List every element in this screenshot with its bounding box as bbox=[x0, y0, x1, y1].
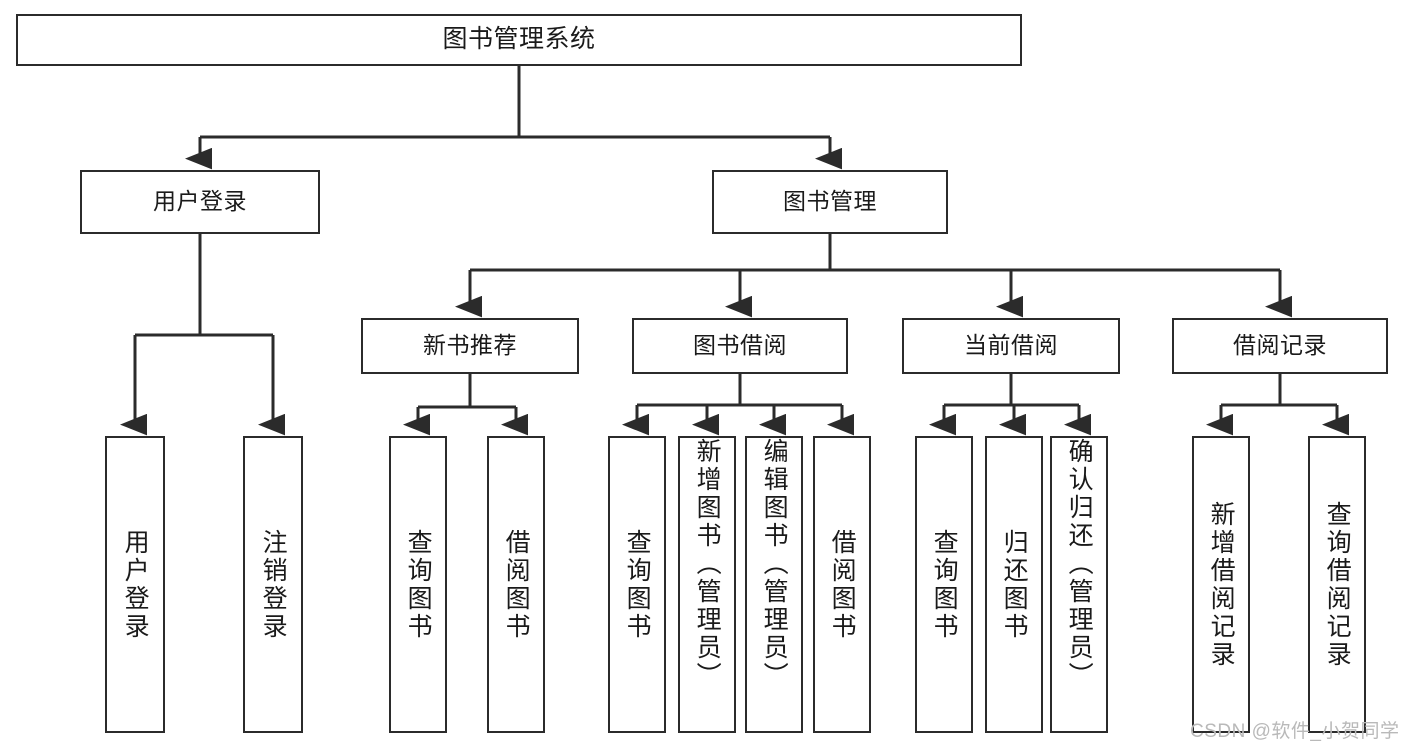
node-label: 新增图书（管理员） bbox=[693, 438, 722, 690]
node-label: 图书借阅 bbox=[693, 332, 787, 359]
node-label: 新增借阅记录 bbox=[1207, 500, 1236, 669]
node-new-book-recommend[interactable]: 新书推荐 bbox=[361, 318, 579, 374]
node-leaf-return-book[interactable]: 归还图书 bbox=[985, 436, 1043, 733]
node-label: 用户登录 bbox=[121, 528, 150, 641]
node-label: 注销登录 bbox=[259, 528, 288, 641]
node-label: 编辑图书（管理员） bbox=[760, 438, 789, 690]
node-leaf-query-book-current[interactable]: 查询图书 bbox=[915, 436, 973, 733]
node-label: 确认归还（管理员） bbox=[1065, 438, 1094, 690]
node-leaf-borrow-book-recommend[interactable]: 借阅图书 bbox=[487, 436, 545, 733]
csdn-watermark: CSDN @软件_小贺同学 bbox=[1190, 721, 1400, 742]
node-leaf-edit-book-admin[interactable]: 编辑图书（管理员） bbox=[745, 436, 803, 733]
node-label: 当前借阅 bbox=[964, 332, 1058, 359]
node-book-management-system[interactable]: 图书管理系统 bbox=[16, 14, 1022, 66]
node-leaf-add-book-admin[interactable]: 新增图书（管理员） bbox=[678, 436, 736, 733]
node-label: 借阅记录 bbox=[1233, 332, 1327, 359]
node-label: 归还图书 bbox=[1000, 528, 1029, 641]
node-book-borrow[interactable]: 图书借阅 bbox=[632, 318, 848, 374]
node-label: 图书管理 bbox=[783, 188, 877, 215]
node-leaf-logout[interactable]: 注销登录 bbox=[243, 436, 303, 733]
node-label: 借阅图书 bbox=[502, 528, 531, 641]
node-book-manage[interactable]: 图书管理 bbox=[712, 170, 948, 234]
node-label: 查询图书 bbox=[930, 528, 959, 641]
node-label: 查询借阅记录 bbox=[1323, 500, 1352, 669]
node-label: 查询图书 bbox=[404, 528, 433, 641]
node-label: 借阅图书 bbox=[828, 528, 857, 641]
node-label: 新书推荐 bbox=[423, 332, 517, 359]
node-label: 图书管理系统 bbox=[442, 25, 596, 54]
node-leaf-query-borrow-record[interactable]: 查询借阅记录 bbox=[1308, 436, 1366, 733]
node-leaf-add-borrow-record[interactable]: 新增借阅记录 bbox=[1192, 436, 1250, 733]
node-leaf-query-book-recommend[interactable]: 查询图书 bbox=[389, 436, 447, 733]
node-borrow-record[interactable]: 借阅记录 bbox=[1172, 318, 1388, 374]
node-label: 用户登录 bbox=[153, 188, 247, 215]
node-leaf-borrow-book[interactable]: 借阅图书 bbox=[813, 436, 871, 733]
node-label: 查询图书 bbox=[623, 528, 652, 641]
node-leaf-user-login[interactable]: 用户登录 bbox=[105, 436, 165, 733]
node-current-borrow[interactable]: 当前借阅 bbox=[902, 318, 1120, 374]
node-leaf-confirm-return-admin[interactable]: 确认归还（管理员） bbox=[1050, 436, 1108, 733]
node-user-login[interactable]: 用户登录 bbox=[80, 170, 320, 234]
node-leaf-query-book-borrow[interactable]: 查询图书 bbox=[608, 436, 666, 733]
